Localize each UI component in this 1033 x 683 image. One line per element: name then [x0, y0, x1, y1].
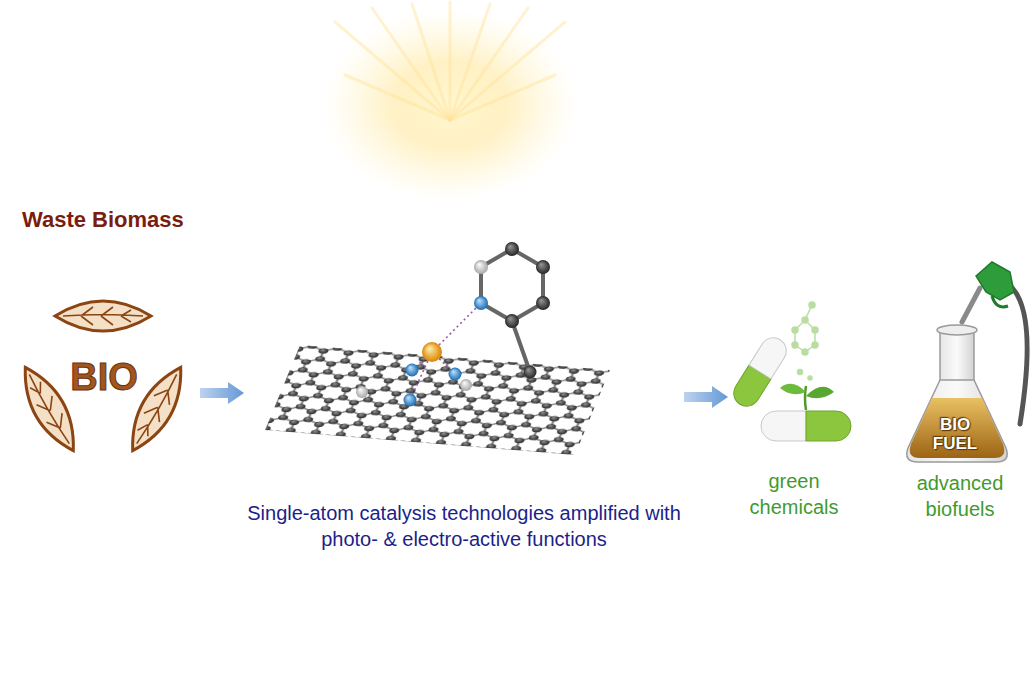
- biomass-emblem: BIO: [8, 300, 200, 456]
- graphene-sheet: [265, 345, 610, 455]
- node-text: advanced biofuels: [904, 470, 1016, 522]
- biofuel-flask-icon: [907, 262, 1027, 462]
- sunlight: [322, 2, 578, 201]
- flow-arrow: [200, 382, 244, 404]
- product-icon: BIO FUEL advanced biofuels: [893, 262, 1027, 536]
- node-text: Single-atom catalysis technologies ampli…: [244, 500, 684, 552]
- green-chemicals-icon: [729, 302, 851, 441]
- product-icon: green chemicals: [728, 300, 860, 536]
- flow-arrow: [684, 386, 728, 408]
- node-text: BIO: [29, 356, 179, 400]
- section-label: Waste Biomass: [22, 207, 184, 233]
- node-text: green chemicals: [738, 468, 850, 520]
- leaf-emblem: [12, 301, 193, 458]
- catalysis-panel: Single-atom catalysis technologies ampli…: [244, 150, 684, 564]
- node-text: BIO FUEL: [924, 416, 986, 453]
- single-atom-site: [356, 242, 550, 407]
